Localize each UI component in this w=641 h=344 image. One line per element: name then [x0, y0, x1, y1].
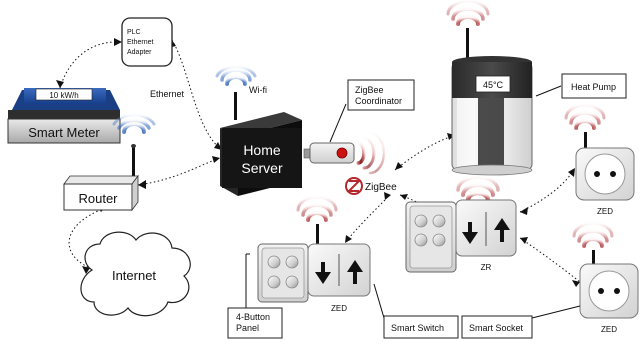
- router-wifi-signal-icon: [112, 113, 156, 134]
- ethernet-label: Ethernet: [150, 89, 185, 99]
- router-label: Router: [78, 191, 118, 206]
- smart-switch-zr: ZR: [405, 175, 517, 273]
- socket-top-signal-icon: [564, 103, 606, 130]
- plc-label: PLC: [127, 29, 141, 36]
- smart-switch-callout: Smart Switch: [373, 283, 459, 339]
- internet-cloud: Internet: [80, 231, 191, 317]
- server-wifi-signal-icon: [215, 64, 257, 86]
- link-meter-plc: [59, 41, 123, 89]
- home-server-label-line2: Server: [241, 160, 283, 176]
- switch-up-arrow-icon: [347, 260, 363, 284]
- internet-label: Internet: [112, 268, 156, 283]
- plc-label-line3: Adapter: [127, 49, 152, 56]
- smart-switch-zed: ZED: [257, 195, 371, 313]
- wifi-label: Wi-fi: [249, 85, 267, 95]
- four-button-panel-label: 4-Button: [236, 312, 270, 322]
- smart-socket-top: ZED: [564, 103, 635, 216]
- switch-zed-signal-icon: [296, 195, 338, 222]
- coordinator-led-icon: [336, 147, 348, 159]
- router: Router: [63, 113, 156, 212]
- zr-label: ZR: [481, 263, 492, 272]
- heat-pump: 45°C Heat Pump: [446, 0, 627, 176]
- link-router-server: [137, 157, 221, 186]
- link-zr-zed-bottom: [519, 237, 581, 283]
- link-coord-heatpump: [394, 134, 456, 171]
- smart-socket-callout: Smart Socket: [461, 305, 581, 339]
- plc-ethernet-adapter: PLC Ethernet Adapter: [121, 17, 173, 67]
- heatpump-signal-icon: [446, 0, 490, 26]
- link-zigbee-switch: [344, 199, 386, 244]
- zr-down-arrow-icon: [462, 222, 478, 244]
- coordinator-label-line2: Coordinator: [355, 96, 402, 106]
- home-server-label: Home: [243, 142, 281, 158]
- smart-socket-label: Smart Socket: [469, 323, 524, 333]
- socket-bottom-signal-icon: [572, 221, 614, 248]
- link-zr-zed-top: [519, 167, 576, 213]
- zed-switch-label: ZED: [331, 304, 347, 313]
- switch-down-arrow-icon: [315, 262, 331, 284]
- heatpump-temperature: 45°C: [483, 80, 504, 90]
- four-button-panel-callout: 4-Button Panel: [227, 253, 283, 339]
- smart-meter-label: Smart Meter: [28, 125, 100, 140]
- zr-up-arrow-icon: [494, 218, 510, 242]
- heatpump-label: Heat Pump: [571, 82, 616, 92]
- smart-switch-label: Smart Switch: [391, 323, 444, 333]
- coordinator-signal-icon: [356, 131, 386, 175]
- home-server: Wi-fi Home Server: [215, 64, 302, 196]
- zigbee-logo: ZigBee: [345, 177, 397, 195]
- zigbee-coordinator: ZigBee Coordinator: [303, 79, 415, 175]
- meter-reading: 10 kW/h: [49, 91, 78, 100]
- zed-socket-bottom-label: ZED: [601, 325, 617, 334]
- plc-label-line2: Ethernet: [127, 39, 154, 46]
- smart-socket-bottom: ZED: [572, 221, 639, 334]
- coordinator-label: ZigBee: [355, 85, 384, 95]
- smart-meter: 10 kW/h Smart Meter: [7, 88, 121, 144]
- zigbee-label: ZigBee: [365, 182, 397, 193]
- zed-socket-top-label: ZED: [597, 207, 613, 216]
- four-button-panel-label-line2: Panel: [236, 323, 259, 333]
- link-plc-server: [171, 39, 223, 151]
- zr-signal-icon: [456, 175, 500, 203]
